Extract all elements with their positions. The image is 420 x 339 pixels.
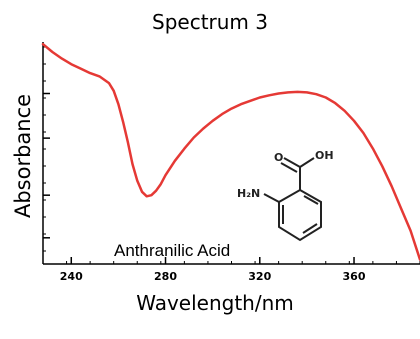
amine-label: H₂N xyxy=(237,187,260,200)
carbonyl-double-bond xyxy=(283,157,301,168)
x-axis-ticks: 240 280 320 360 xyxy=(42,257,420,283)
compound-annotation: Anthranilic Acid xyxy=(114,241,230,260)
carbonyl-oxygen-label: O xyxy=(274,151,283,164)
carbonyl-double-bond xyxy=(280,162,298,173)
x-axis-label: Wavelength/nm xyxy=(136,291,294,315)
y-axis-ticks xyxy=(43,46,50,252)
y-axis-label: Absorbance xyxy=(11,94,35,218)
chart-title: Spectrum 3 xyxy=(152,10,268,34)
hydroxyl-label: OH xyxy=(315,149,334,162)
benzene-inner-bond xyxy=(303,195,319,205)
benzene-ring xyxy=(278,188,322,242)
benzene-inner-bond xyxy=(302,223,318,234)
amine-bond xyxy=(263,193,280,203)
hydroxyl-bond xyxy=(299,157,315,168)
molecule-structure: O OH H₂N xyxy=(237,149,334,242)
x-tick-label: 320 xyxy=(248,270,271,283)
series-layer xyxy=(41,42,420,261)
x-tick-label: 280 xyxy=(154,270,177,283)
x-tick-label: 360 xyxy=(343,270,366,283)
x-tick-label: 240 xyxy=(60,270,83,283)
spectrum-line xyxy=(41,42,420,261)
